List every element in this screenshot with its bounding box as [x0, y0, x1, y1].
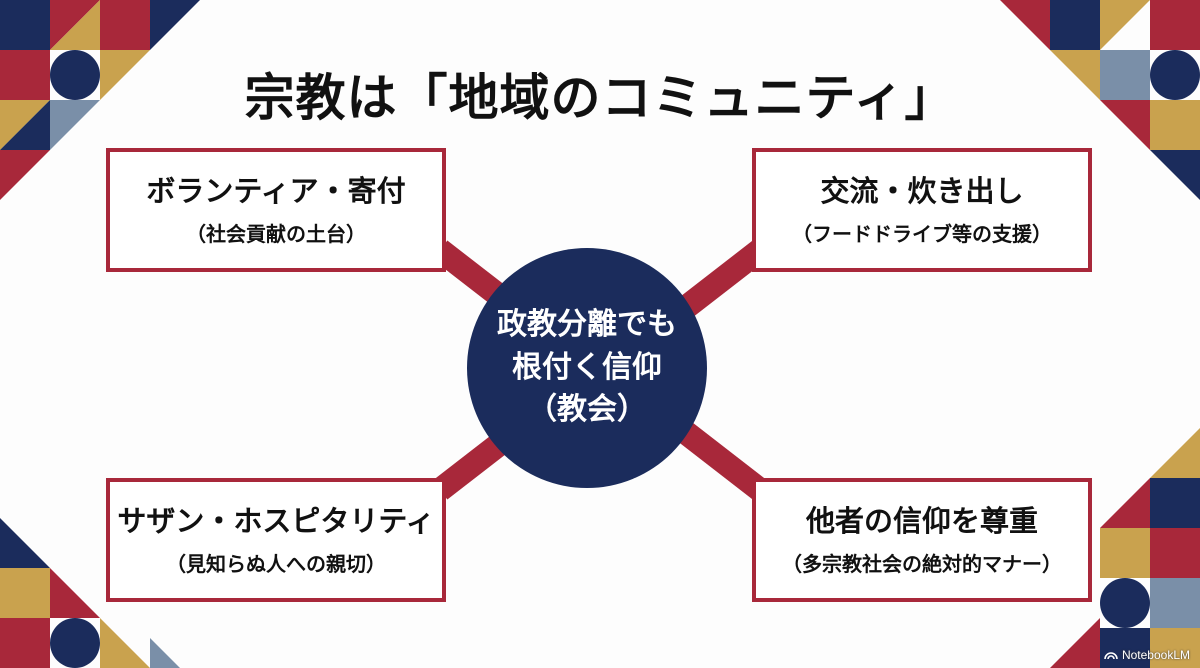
notebooklm-icon — [1104, 652, 1118, 660]
badge-label: NotebookLM — [1121, 648, 1190, 662]
box-exchange-heading: 交流・炊き出し — [820, 174, 1024, 209]
center-line-2: 根付く信仰 — [512, 349, 662, 385]
box-exchange-subtext: （フードドライブ等の支援） — [792, 221, 1052, 246]
corner-pattern-top-right — [1000, 0, 1200, 200]
center-circle: 政教分離でも 根付く信仰 （教会） — [467, 248, 707, 488]
center-line-1: 政教分離でも — [497, 307, 677, 343]
box-respect-subtext: （多宗教社会の絶対的マナー） — [782, 551, 1062, 576]
box-respect-heading: 他者の信仰を尊重 — [805, 504, 1038, 539]
slide-title: 宗教は「地域のコミュニティ」 — [244, 69, 956, 127]
box-hospitality-heading: サザン・ホスピタリティ — [117, 504, 435, 539]
box-respect: 他者の信仰を尊重 （多宗教社会の絶対的マナー） — [752, 478, 1092, 602]
box-hospitality: サザン・ホスピタリティ （見知らぬ人への親切） — [106, 478, 446, 602]
box-exchange: 交流・炊き出し （フードドライブ等の支援） — [752, 148, 1092, 272]
box-volunteer: ボランティア・寄付 （社会貢献の土台） — [106, 148, 446, 272]
corner-pattern-bottom-left — [0, 518, 180, 668]
connector-bottom-right — [672, 418, 768, 500]
box-hospitality-subtext: （見知らぬ人への親切） — [166, 551, 386, 576]
center-line-3: （教会） — [527, 392, 647, 428]
connector-top-right — [672, 240, 768, 322]
notebooklm-badge: NotebookLM — [1104, 648, 1190, 662]
corner-pattern-bottom-right — [1050, 428, 1200, 668]
box-volunteer-heading: ボランティア・寄付 — [146, 174, 406, 209]
box-volunteer-subtext: （社会貢献の土台） — [186, 221, 366, 246]
corner-pattern-top-left — [0, 0, 200, 200]
